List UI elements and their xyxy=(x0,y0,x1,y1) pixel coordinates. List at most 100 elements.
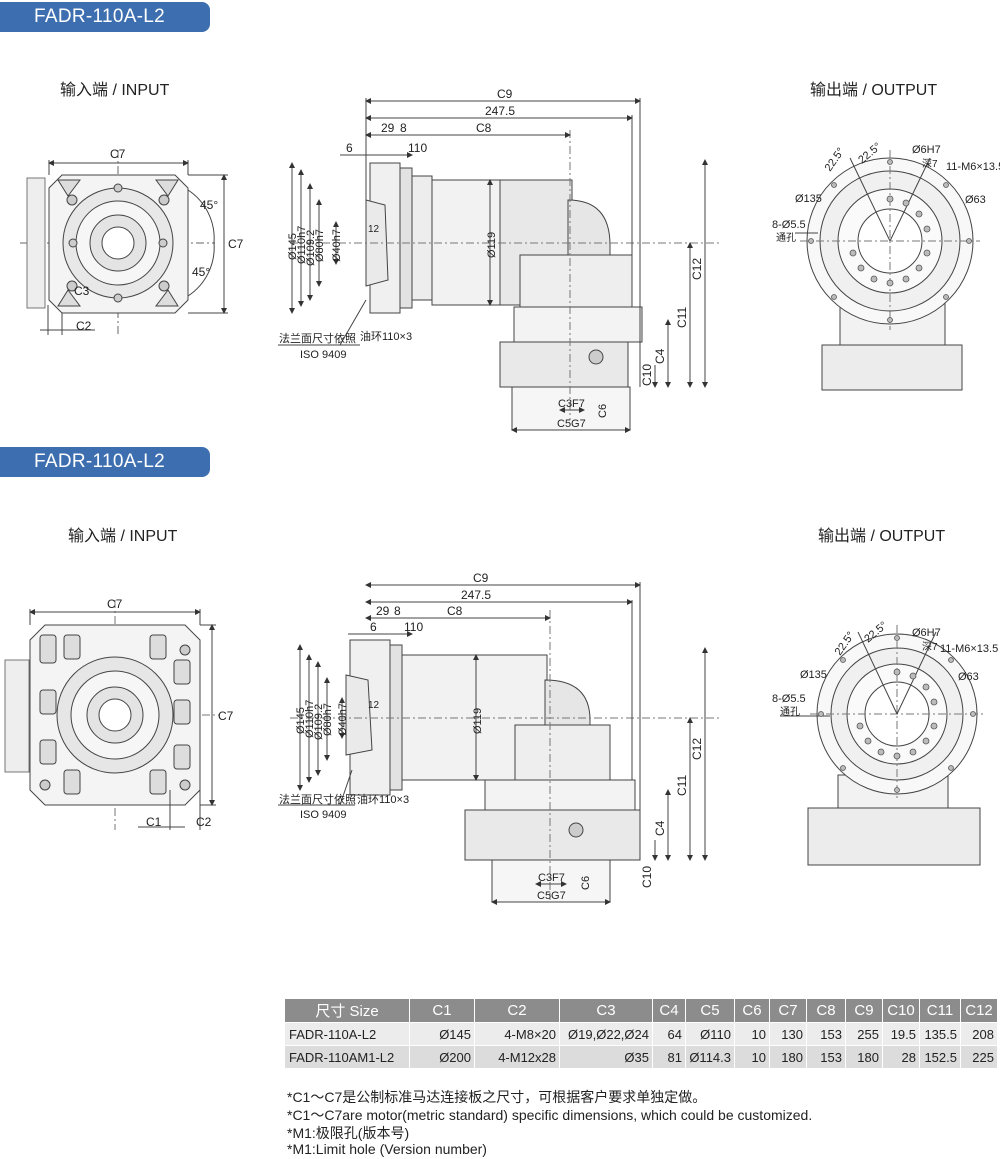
s2-c2: C2 xyxy=(196,815,212,829)
section-1-output-holes xyxy=(808,159,972,323)
spec-cell: Ø114.3 xyxy=(685,1045,735,1069)
spec-cell: 4-M12x28 xyxy=(474,1045,560,1069)
section-2-output-heading: 输出端 / OUTPUT xyxy=(818,528,946,545)
s1-110: 110 xyxy=(408,141,427,155)
s2-8: 8 xyxy=(394,604,401,618)
s1-angle-a: 45° xyxy=(200,198,218,212)
technical-drawings: C7 C7 45° 45° C3 C2 xyxy=(4,87,1000,905)
s1-oil-ring: 油环110×3 xyxy=(360,329,412,343)
spec-header-c10: C10 xyxy=(882,998,920,1023)
section-2-input-view xyxy=(4,600,220,830)
s2-6: 6 xyxy=(370,620,377,634)
s1-c4: C4 xyxy=(653,348,667,364)
spec-cell: 81 xyxy=(652,1045,686,1069)
spec-header-c7: C7 xyxy=(769,998,807,1023)
spec-cell: 4-M8×20 xyxy=(474,1022,560,1046)
spec-cell: FADR-110AM1-L2 xyxy=(284,1045,410,1069)
spec-header-c1: C1 xyxy=(409,998,475,1023)
section-2-output-holes xyxy=(818,635,976,793)
spec-header-size: 尺寸 Size xyxy=(284,998,410,1023)
s1-d63: Ø63 xyxy=(965,194,986,206)
s1-29: 29 xyxy=(381,121,395,135)
spec-cell: Ø35 xyxy=(559,1045,653,1069)
s2-c5g7: C5G7 xyxy=(537,890,566,902)
spec-cell: 10 xyxy=(734,1022,770,1046)
s1-angle-1: 22.5° xyxy=(823,146,848,174)
spec-cell: 28 xyxy=(882,1045,920,1069)
s1-d145: Ø145 xyxy=(287,233,299,260)
s1-d6h7: Ø6H7 xyxy=(912,144,941,156)
s2-d80h7: Ø80h7 xyxy=(322,703,334,736)
s1-d80h7: Ø80h7 xyxy=(314,229,326,262)
spec-cell: 255 xyxy=(845,1022,883,1046)
s1-d1092: Ø109.2 xyxy=(305,230,317,266)
s2-c10: C10 xyxy=(640,866,654,888)
s2-d119: Ø119 xyxy=(472,708,484,734)
spec-cell: Ø145 xyxy=(409,1022,475,1046)
spec-table: 尺寸 Size C1 C2 C3 C4 C5 C6 C7 C8 C9 C10 C… xyxy=(284,998,998,1069)
note-4: *M1:Limit hole (Version number) xyxy=(287,1141,487,1157)
spec-header-c2: C2 xyxy=(474,998,560,1023)
s1-c11: C11 xyxy=(675,307,689,328)
spec-cell: 208 xyxy=(960,1022,998,1046)
spec-header-c11: C11 xyxy=(919,998,961,1023)
section-2-input-heading: 输入端 / INPUT xyxy=(68,528,178,545)
spec-cell: 180 xyxy=(845,1045,883,1069)
spec-cell: FADR-110A-L2 xyxy=(284,1022,410,1046)
s2-c11: C11 xyxy=(675,775,689,796)
s2-c12: C12 xyxy=(690,738,704,760)
s2-thread: 11-M6×13.5 xyxy=(940,643,998,655)
note-1: *C1～C7是公制标准马达连接板之尺寸，可根据客户要求单独定做。 xyxy=(287,1089,707,1105)
spec-header-c5: C5 xyxy=(685,998,735,1023)
s2-d135: Ø135 xyxy=(800,669,827,681)
s2-c6: C6 xyxy=(580,876,592,890)
spec-header-c6: C6 xyxy=(734,998,770,1023)
s1-d40h7: Ø40h7 xyxy=(331,229,343,262)
s2-d6h7: Ø6H7 xyxy=(912,627,941,639)
s1-d110h7: Ø110h7 xyxy=(296,226,308,264)
s1-c7-top: C7 xyxy=(110,147,126,161)
section-1-input-view xyxy=(20,150,228,335)
spec-header-c3: C3 xyxy=(559,998,653,1023)
s2-c3f7: C3F7 xyxy=(538,872,565,884)
s1-6: 6 xyxy=(346,141,353,155)
section-2-output-view xyxy=(780,625,985,866)
spec-cell: 180 xyxy=(769,1045,807,1069)
spec-cell: Ø200 xyxy=(409,1045,475,1069)
spec-cell: 19.5 xyxy=(882,1022,920,1046)
section-2-title: FADR-110A-L2 xyxy=(0,447,210,477)
s2-c8: C8 xyxy=(447,604,463,618)
spec-cell: 153 xyxy=(806,1022,846,1046)
note-3: *M1:极限孔(版本号) xyxy=(287,1125,410,1141)
s1-c10: C10 xyxy=(640,364,654,386)
spec-cell: 130 xyxy=(769,1022,807,1046)
s1-d135: Ø135 xyxy=(795,193,822,205)
spec-header-row: 尺寸 Size C1 C2 C3 C4 C5 C6 C7 C8 C9 C10 C… xyxy=(284,998,998,1023)
section-1-side-view xyxy=(278,98,720,433)
section-1-title: FADR-110A-L2 xyxy=(0,2,210,32)
spec-cell: 225 xyxy=(960,1045,998,1069)
s1-c7-side: C7 xyxy=(228,237,244,251)
s1-len: 247.5 xyxy=(485,104,515,118)
s1-c2: C2 xyxy=(76,319,92,333)
s2-29: 29 xyxy=(376,604,390,618)
s2-c7-top: C7 xyxy=(107,597,123,611)
s1-depth: 深7 xyxy=(922,158,938,170)
s1-c8: C8 xyxy=(476,121,492,135)
s2-c7-side: C7 xyxy=(218,709,234,723)
s2-c1: C1 xyxy=(146,815,162,829)
section-2-side-view xyxy=(278,582,720,905)
spec-row: FADR-110A-L2 Ø145 4-M8×20 Ø19,Ø22,Ø24 64… xyxy=(284,1022,998,1046)
s2-c9: C9 xyxy=(473,571,489,585)
s2-c4: C4 xyxy=(653,820,667,836)
s2-d145: Ø145 xyxy=(295,707,307,734)
section-1-output-heading: 输出端 / OUTPUT xyxy=(810,82,938,99)
s1-note-iso: ISO 9409 xyxy=(300,349,346,361)
note-2: *C1～C7are motor(metric standard) specifi… xyxy=(287,1107,813,1123)
s2-d1092: Ø109.2 xyxy=(313,704,325,740)
spec-cell: Ø19,Ø22,Ø24 xyxy=(559,1022,653,1046)
s1-holes: 8-Ø5.5 xyxy=(772,219,806,231)
s1-note-cn: 法兰面尺寸依照 xyxy=(279,331,356,345)
s1-d119: Ø119 xyxy=(486,232,498,258)
spec-row: FADR-110AM1-L2 Ø200 4-M12x28 Ø35 81 Ø114… xyxy=(284,1045,998,1069)
